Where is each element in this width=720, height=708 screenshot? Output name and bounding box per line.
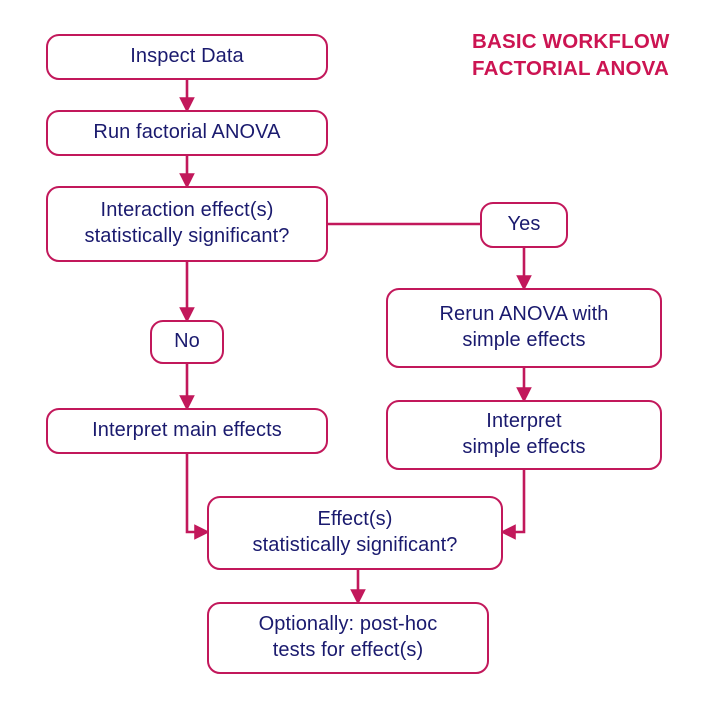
node-post-hoc-line1: Optionally: post-hoc	[258, 613, 438, 636]
node-interpret-main-effects-label: Interpret main effects	[92, 419, 282, 442]
node-effects-significance-check[interactable]: Effect(s) statistically significant?	[207, 496, 503, 570]
node-interaction-significance-check[interactable]: Interaction effect(s) statistically sign…	[46, 186, 328, 262]
node-interpret-simple-line1: Interpret	[486, 410, 562, 433]
node-effects-line2: statistically significant?	[252, 534, 458, 556]
node-run-factorial-anova-label: Run factorial ANOVA	[93, 121, 281, 144]
node-post-hoc-tests-label: Optionally: post-hoc tests for effect(s)	[259, 612, 438, 663]
node-interpret-simple-line2: simple effects	[462, 436, 586, 458]
node-run-factorial-anova[interactable]: Run factorial ANOVA	[46, 110, 328, 156]
edge-interpret-main-to-effects	[185, 454, 210, 540]
node-inspect-data[interactable]: Inspect Data	[46, 34, 328, 80]
node-no-label: No	[174, 330, 200, 353]
node-rerun-anova-label: Rerun ANOVA with simple effects	[439, 302, 608, 353]
diagram-title-line1: BASIC WORKFLOW	[472, 30, 670, 53]
node-interaction-significance-check-label: Interaction effect(s) statistically sign…	[85, 198, 290, 249]
diagram-title: BASIC WORKFLOW FACTORIAL ANOVA	[472, 28, 712, 82]
diagram-title-line2: FACTORIAL ANOVA	[472, 57, 669, 81]
node-post-hoc-line2: tests for effect(s)	[272, 639, 424, 661]
node-rerun-line1: Rerun ANOVA with	[439, 303, 609, 326]
node-interaction-line1: Interaction effect(s)	[100, 199, 274, 222]
node-post-hoc-tests[interactable]: Optionally: post-hoc tests for effect(s)	[207, 602, 489, 674]
node-interpret-simple-effects-label: Interpret simple effects	[462, 409, 585, 460]
node-effects-line1: Effect(s)	[317, 508, 393, 531]
node-interaction-line2: statistically significant?	[84, 225, 290, 247]
edge-interpret-simple-to-effects	[500, 470, 526, 540]
node-rerun-line2: simple effects	[462, 329, 586, 351]
node-yes[interactable]: Yes	[480, 202, 568, 248]
node-interpret-simple-effects[interactable]: Interpret simple effects	[386, 400, 662, 470]
node-no[interactable]: No	[150, 320, 224, 364]
node-interpret-main-effects[interactable]: Interpret main effects	[46, 408, 328, 454]
node-inspect-data-label: Inspect Data	[130, 45, 244, 68]
node-effects-significance-check-label: Effect(s) statistically significant?	[253, 507, 458, 558]
node-rerun-anova-simple-effects[interactable]: Rerun ANOVA with simple effects	[386, 288, 662, 368]
node-yes-label: Yes	[507, 213, 541, 236]
